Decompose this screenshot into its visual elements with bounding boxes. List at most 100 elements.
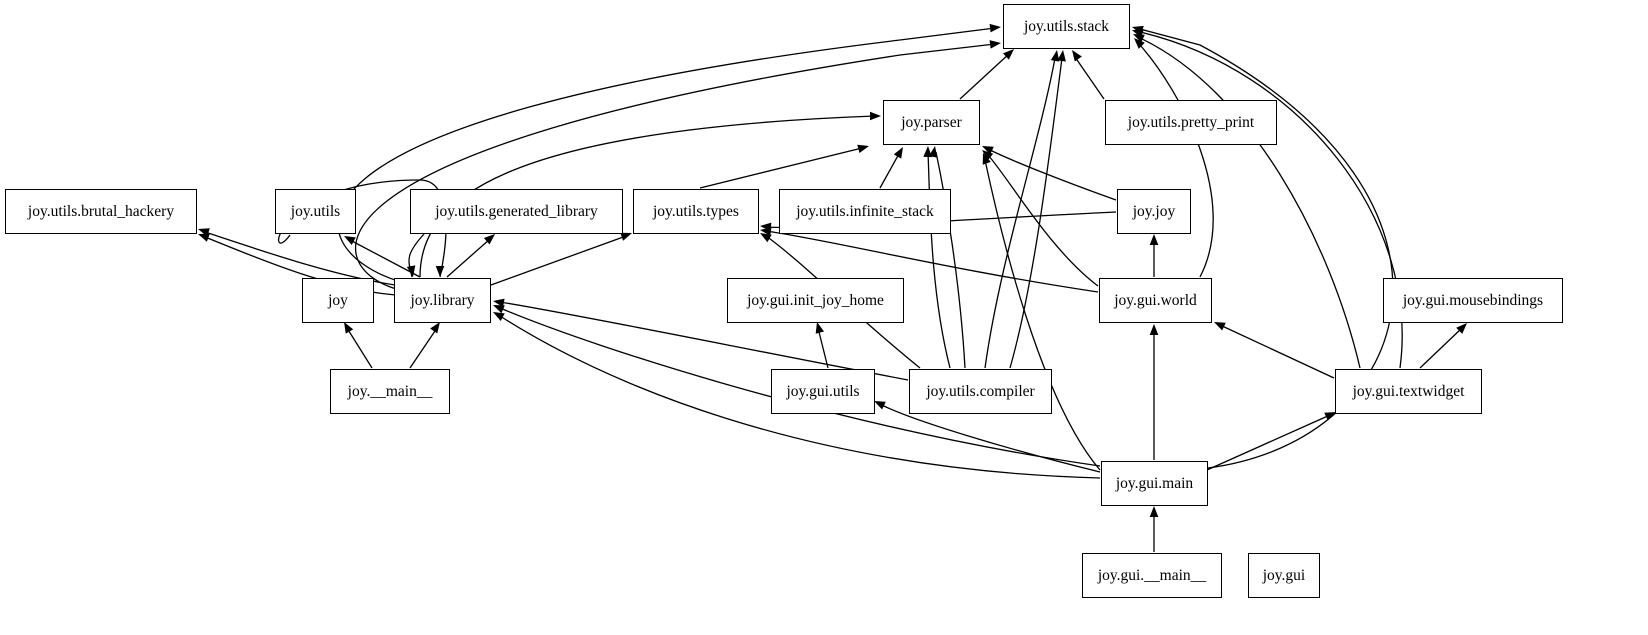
edge-arrowhead — [893, 147, 903, 159]
graph-node-joy-parser: joy.parser — [883, 100, 980, 145]
edge-arrowhead — [483, 234, 495, 245]
graph-node-joy-gui-utils: joy.gui.utils — [771, 369, 875, 414]
graph-edge — [874, 401, 1101, 473]
edge-arrowhead — [928, 146, 938, 158]
graph-edge — [1133, 34, 1361, 369]
edge-arrowhead — [1003, 49, 1014, 60]
edge-arrowhead — [870, 111, 881, 121]
edge-arrowhead — [982, 146, 994, 155]
graph-node-joy-main: joy.__main__ — [330, 369, 450, 414]
graph-edge — [406, 233, 425, 278]
graph-node-joy-utils-brutal-hackery: joy.utils.brutal_hackery — [5, 189, 197, 234]
graph-edge — [1206, 412, 1336, 471]
graph-node-label: joy.gui.mousebindings — [1402, 291, 1544, 309]
graph-node-label: joy.gui.main — [1115, 474, 1194, 492]
graph-node-label: joy.library — [410, 291, 475, 309]
graph-node-label: joy.utils — [290, 202, 341, 220]
graph-node-label: joy.parser — [901, 113, 962, 131]
graph-node-joy-gui-textwidget: joy.gui.textwidget — [1335, 369, 1482, 414]
graph-node-label: joy.gui.textwidget — [1352, 382, 1465, 400]
edge-arrowhead — [982, 150, 994, 161]
edge-arrowhead — [1133, 34, 1145, 43]
graph-edge — [1214, 322, 1335, 379]
graph-node-label: joy.__main__ — [347, 382, 433, 400]
graph-node-joy-gui-world: joy.gui.world — [1099, 278, 1212, 323]
graph-node-label: joy.utils.compiler — [926, 382, 1035, 400]
graph-edge — [879, 147, 903, 189]
graph-edge — [446, 234, 495, 278]
graph-edge — [490, 232, 632, 286]
edge-arrowhead — [1149, 324, 1159, 335]
graph-node-label: joy.utils.types — [653, 202, 739, 220]
graph-node-joy-library: joy.library — [394, 278, 491, 323]
graph-edge — [493, 298, 909, 381]
graph-edge — [959, 49, 1014, 100]
graph-node-joy: joy — [302, 278, 374, 323]
edge-arrowhead — [1456, 323, 1467, 334]
graph-edge — [699, 144, 869, 189]
graph-edge — [760, 227, 1099, 293]
graph-node-label: joy.gui — [1262, 566, 1306, 584]
edge-arrowhead — [435, 266, 445, 277]
graph-node-joy-gui-mousebindings: joy.gui.mousebindings — [1383, 278, 1563, 323]
edge-arrowhead — [989, 23, 1001, 33]
edge-arrowhead — [1149, 506, 1159, 517]
graph-node-joy-utils-generated-library: joy.utils.generated_library — [410, 189, 623, 234]
graph-edge — [1134, 38, 1214, 278]
graph-edge — [923, 146, 951, 369]
graph-node-joy-gui-init-joy-home: joy.gui.init_joy_home — [727, 278, 904, 323]
edge-arrowhead — [1134, 38, 1145, 49]
edge-arrowhead — [760, 233, 772, 243]
edge-arrowhead — [760, 227, 772, 236]
graph-node-label: joy.utils.generated_library — [435, 202, 598, 220]
graph-node-joy-joy: joy.joy — [1117, 189, 1191, 234]
graph-edge — [1149, 324, 1159, 460]
edge-arrowhead — [430, 322, 440, 334]
graph-edge — [344, 322, 373, 369]
edge-arrowhead — [406, 265, 416, 277]
edge-arrowhead — [493, 312, 505, 321]
edge-arrowhead — [874, 401, 886, 410]
graph-node-joy-utils-types: joy.utils.types — [633, 189, 759, 234]
graph-edge — [419, 111, 881, 278]
edge-arrowhead — [198, 233, 210, 242]
graph-node-label: joy.utils.infinite_stack — [796, 202, 934, 220]
graph-node-joy-utils: joy.utils — [275, 189, 356, 234]
graph-edge — [982, 153, 1101, 471]
graph-edge — [982, 146, 1117, 201]
graph-node-label: joy.gui.__main__ — [1097, 566, 1207, 584]
graph-edge — [344, 236, 421, 278]
graph-node-joy-utils-compiler: joy.utils.compiler — [909, 369, 1052, 414]
graph-node-label: joy.utils.stack — [1023, 17, 1110, 35]
edge-arrowhead — [1050, 50, 1060, 62]
graph-edge — [1009, 50, 1066, 369]
edge-arrowhead — [344, 322, 354, 334]
edge-arrowhead — [493, 305, 505, 314]
edge-arrowhead — [1072, 50, 1082, 62]
graph-node-joy-utils-pretty-print: joy.utils.pretty_print — [1105, 100, 1277, 145]
edge-arrowhead — [815, 322, 825, 334]
graph-edge — [1149, 234, 1159, 277]
graph-node-label: joy — [328, 291, 348, 309]
graph-node-joy-utils-infinite-stack: joy.utils.infinite_stack — [779, 189, 951, 234]
graph-node-label: joy.gui.init_joy_home — [747, 291, 884, 309]
edge-arrowhead — [1149, 234, 1159, 245]
edge-arrowhead — [857, 144, 869, 154]
edge-arrowhead — [989, 40, 1001, 49]
edge-arrowhead — [982, 153, 991, 165]
graph-edge — [815, 322, 829, 369]
graph-edge — [493, 312, 1101, 479]
graph-edge — [1149, 506, 1159, 552]
graph-node-label: joy.utils.brutal_hackery — [27, 202, 175, 220]
graph-edge — [1419, 323, 1467, 369]
graph-edge — [354, 40, 1001, 291]
graph-edge — [493, 305, 1101, 467]
graph-node-joy-gui-main: joy.gui.main — [1101, 461, 1208, 506]
edge-arrowhead — [1214, 322, 1226, 331]
graph-node-label: joy.joy — [1132, 202, 1176, 220]
edge-arrowhead — [1132, 25, 1144, 35]
graph-node-label: joy.gui.world — [1114, 291, 1197, 309]
graph-node-label: joy.gui.utils — [786, 382, 860, 400]
